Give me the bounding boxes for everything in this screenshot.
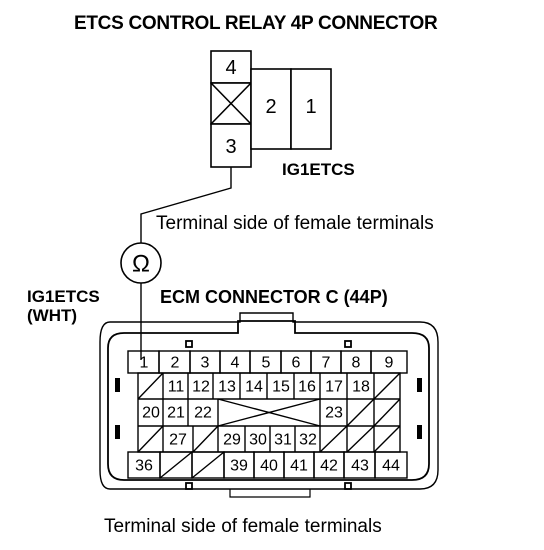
ecm-pin-13: 13 — [218, 379, 236, 396]
ecm-pin-5: 5 — [262, 355, 271, 372]
ecm-pin-2: 2 — [171, 355, 180, 372]
ecm-pin-42: 42 — [320, 458, 338, 475]
ecm-connector-title: ECM CONNECTOR C (44P) — [160, 287, 388, 307]
ecm-pin-12: 12 — [192, 379, 210, 396]
ecm-wire-label: IG1ETCS — [27, 287, 100, 306]
ecm-pin-9: 9 — [385, 355, 394, 372]
ecm-pin-27: 27 — [169, 432, 187, 449]
ecm-pin-16: 16 — [298, 379, 316, 396]
ecm-connector-shell — [99, 312, 439, 498]
ecm-row-5 — [127, 451, 408, 479]
ecm-pin-41: 41 — [290, 458, 308, 475]
ecm-pin-43: 43 — [351, 458, 369, 475]
ecm-pin-6: 6 — [292, 355, 301, 372]
ecm-pin-30: 30 — [249, 432, 267, 449]
ecm-pin-44: 44 — [382, 458, 400, 475]
relay-connector — [210, 50, 332, 168]
ecm-pin-1: 1 — [140, 355, 149, 372]
ecm-pin-11: 11 — [168, 379, 185, 396]
ecm-pin-labels: 1 2 3 4 5 6 7 8 9 11 12 13 14 15 16 17 1… — [135, 355, 400, 475]
ecm-pin-3: 3 — [201, 355, 210, 372]
ecm-connector-clips — [115, 378, 422, 439]
ecm-pin-18: 18 — [352, 379, 370, 396]
ecm-pin-29: 29 — [223, 432, 241, 449]
relay-pin-4: 4 — [225, 57, 236, 79]
ecm-pin-22: 22 — [194, 405, 212, 422]
relay-pin-labels: 4 2 1 3 — [225, 57, 316, 158]
ecm-side-note: Terminal side of female terminals — [104, 516, 382, 537]
ecm-pin-8: 8 — [352, 355, 361, 372]
ohmmeter-icon: Ω — [132, 251, 150, 278]
ecm-pin-4: 4 — [231, 355, 240, 372]
ecm-pin-21: 21 — [167, 405, 185, 422]
relay-pin-2: 2 — [265, 96, 276, 118]
ecm-pin-14: 14 — [245, 379, 263, 396]
ecm-pin-17: 17 — [325, 379, 343, 396]
ecm-pin-40: 40 — [260, 458, 278, 475]
ecm-pin-20: 20 — [142, 405, 160, 422]
ecm-pin-15: 15 — [272, 379, 290, 396]
ecm-pin-7: 7 — [322, 355, 331, 372]
relay-side-note: Terminal side of female terminals — [156, 213, 434, 234]
ecm-wire-color: (WHT) — [27, 306, 78, 325]
relay-wire-label: IG1ETCS — [282, 160, 355, 179]
relay-pin-3: 3 — [225, 136, 236, 158]
relay-pin-1: 1 — [305, 96, 316, 118]
ecm-pin-36: 36 — [135, 458, 153, 475]
ecm-pin-23: 23 — [325, 405, 343, 422]
relay-connector-title: ETCS CONTROL RELAY 4P CONNECTOR — [74, 13, 438, 34]
probe-wire — [120, 167, 232, 360]
ecm-pin-31: 31 — [274, 432, 292, 449]
ecm-pin-32: 32 — [299, 432, 317, 449]
ecm-pin-39: 39 — [230, 458, 248, 475]
